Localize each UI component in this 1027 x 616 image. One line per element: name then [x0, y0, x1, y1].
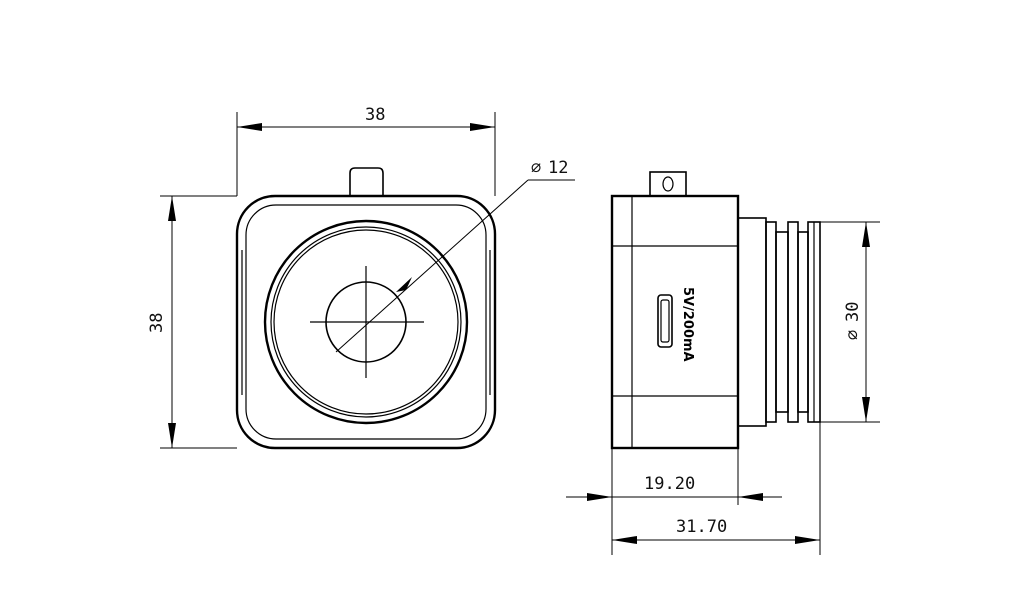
- barrel-arrow-bottom: [862, 397, 870, 422]
- total-length-dimension: 31.70: [612, 422, 821, 555]
- width-dimension-text: 38: [365, 105, 385, 125]
- fin-gap-1: [775, 231, 789, 413]
- fin-gap-2: [797, 231, 809, 413]
- body-length-arrow-left: [587, 493, 612, 501]
- lens-diameter-value: 12: [548, 158, 568, 178]
- front-view: ∅ 12: [235, 158, 575, 450]
- front-width-dimension: 38: [236, 105, 496, 196]
- total-length-text: 31.70: [676, 517, 727, 537]
- fin-2: [787, 221, 799, 423]
- body-length-arrow-right: [738, 493, 763, 501]
- body-length-dimension: 19.20: [566, 448, 782, 555]
- barrel-arrow-top: [862, 222, 870, 247]
- total-length-arrow-left: [612, 536, 637, 544]
- diameter-leader-line: [335, 179, 529, 353]
- port-label: 5V/200mA: [680, 287, 695, 362]
- usb-port: [657, 294, 673, 348]
- front-mount-tab: [349, 167, 384, 197]
- barrel-diameter-dimension: ∅ 30: [820, 221, 880, 423]
- front-inner-bezel: [245, 204, 487, 440]
- front-body-outline: [235, 194, 497, 450]
- lens-diameter-symbol: ∅: [531, 158, 541, 178]
- total-length-arrow-right: [795, 536, 820, 544]
- body-length-text: 19.20: [644, 474, 695, 494]
- front-height-dimension: 38: [147, 195, 237, 449]
- height-arrow-bottom: [168, 423, 176, 448]
- side-body-outline: [610, 194, 740, 450]
- barrel-diameter-symbol: ∅: [843, 330, 863, 340]
- width-arrow-left: [237, 123, 262, 131]
- lens-outer-ring: [263, 219, 469, 425]
- barrel-base: [737, 217, 767, 427]
- mount-tab-hole: [662, 176, 674, 192]
- fin-1: [765, 221, 777, 423]
- width-arrow-right: [470, 123, 495, 131]
- lens-ring-3: [273, 229, 459, 415]
- side-view: 5V/200mA: [610, 171, 821, 450]
- side-mount-tab: [649, 171, 687, 197]
- usb-port-inner: [660, 299, 670, 343]
- lens-ring-2: [270, 226, 462, 418]
- height-dimension-text: 38: [147, 313, 167, 333]
- diameter-arrow: [396, 277, 412, 292]
- barrel-diameter-value: 30: [843, 302, 863, 322]
- height-arrow-top: [168, 196, 176, 221]
